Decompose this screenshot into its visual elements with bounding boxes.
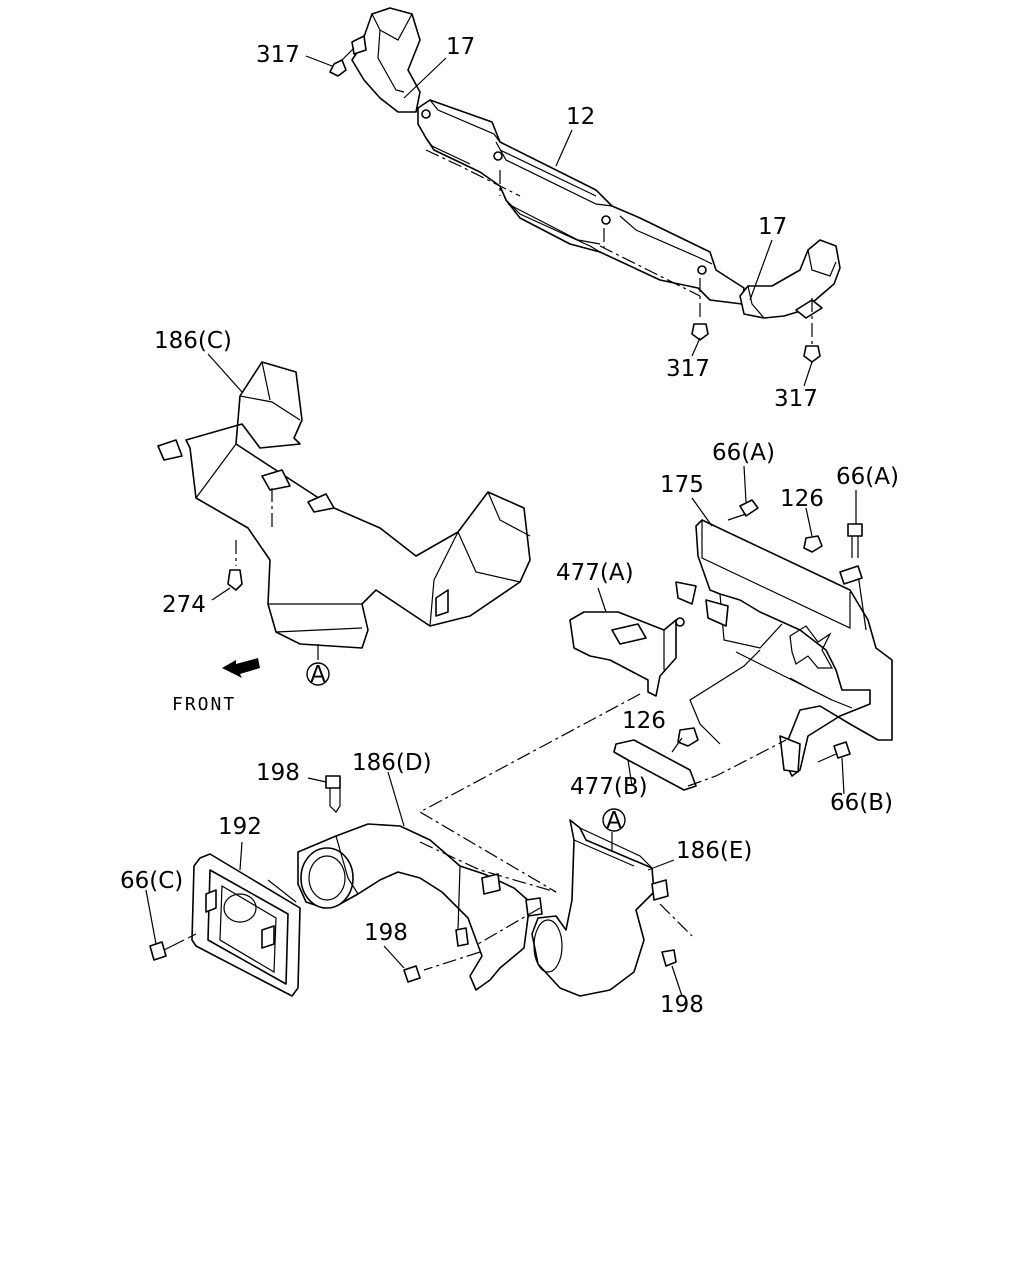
screw-274-icon bbox=[227, 569, 243, 591]
duct-12-body bbox=[417, 99, 745, 305]
nut-126-bottom-icon bbox=[677, 727, 699, 747]
label-175: 175 bbox=[660, 472, 704, 498]
label-126-top: 126 bbox=[780, 486, 824, 512]
label-198-top: 198 bbox=[256, 760, 300, 786]
duct-186d bbox=[297, 823, 557, 991]
screw-317-right-icon bbox=[803, 345, 821, 363]
duct-186c bbox=[157, 361, 531, 649]
duct-end-17-right bbox=[739, 239, 841, 319]
label-66b: 66(B) bbox=[830, 790, 893, 816]
screw-317-top-icon bbox=[329, 47, 355, 77]
bolt-66b-icon bbox=[817, 741, 851, 763]
leader-lines bbox=[145, 55, 857, 997]
label-192: 192 bbox=[218, 814, 262, 840]
label-66c: 66(C) bbox=[120, 868, 183, 894]
connection-line-477b bbox=[687, 739, 787, 787]
label-198-right: 198 bbox=[660, 992, 704, 1018]
screw-317-mid-icon bbox=[691, 323, 709, 341]
label-66a-right: 66(A) bbox=[836, 464, 899, 490]
label-477b: 477(B) bbox=[570, 774, 648, 800]
label-317-top: 317 bbox=[256, 42, 300, 68]
label-198-left: 198 bbox=[364, 920, 408, 946]
circle-a-icon: A bbox=[306, 662, 330, 688]
label-317-mid: 317 bbox=[666, 356, 710, 382]
label-317-right: 317 bbox=[774, 386, 818, 412]
bolt-66a-right-icon bbox=[847, 523, 863, 558]
screw-198-left-icon bbox=[403, 965, 421, 983]
arrow-front-icon bbox=[222, 658, 260, 678]
label-186c: 186(C) bbox=[154, 328, 232, 354]
label-17-right: 17 bbox=[758, 214, 787, 240]
bracket-175-assembly bbox=[675, 499, 893, 777]
frame-192 bbox=[191, 853, 301, 997]
duct-end-17-left bbox=[351, 7, 421, 113]
reference-a-left: A bbox=[310, 662, 326, 688]
duct-12-assembly bbox=[329, 7, 841, 363]
circle-a-icon: A bbox=[602, 808, 626, 834]
label-186e: 186(E) bbox=[676, 838, 752, 864]
reference-a-right: A bbox=[606, 808, 622, 834]
screw-198-right-icon bbox=[661, 949, 677, 967]
label-186d: 186(D) bbox=[352, 750, 432, 776]
duct-186e bbox=[531, 819, 693, 997]
label-17-top: 17 bbox=[446, 34, 475, 60]
connection-line-477a bbox=[418, 693, 641, 893]
screw-198-top-icon bbox=[325, 775, 341, 813]
bracket-477b bbox=[613, 727, 699, 791]
label-274: 274 bbox=[162, 592, 206, 618]
bolt-66a-left-icon bbox=[727, 499, 759, 521]
bolt-66c-icon bbox=[149, 933, 197, 961]
nut-126-top-icon bbox=[803, 535, 823, 553]
label-126-bottom: 126 bbox=[622, 708, 666, 734]
panel-477a bbox=[569, 611, 685, 697]
label-front: FRONT bbox=[172, 694, 236, 715]
label-477a: 477(A) bbox=[556, 560, 634, 586]
label-12: 12 bbox=[566, 104, 595, 130]
label-66a-left: 66(A) bbox=[712, 440, 775, 466]
